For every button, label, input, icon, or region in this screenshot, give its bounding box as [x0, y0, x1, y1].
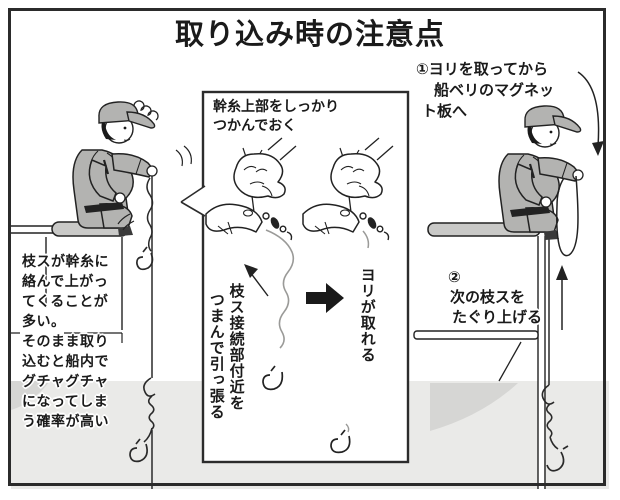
left-note-line: 込むと船内で	[22, 354, 109, 370]
box-heading-line: つかんでおく	[213, 118, 297, 134]
pulled-branch-line	[265, 229, 295, 349]
step1-line: ①ヨリを取ってから	[416, 60, 548, 78]
left-note-line: そのまま取り	[22, 334, 109, 350]
branch-strand	[146, 177, 154, 252]
left-note-line: う確率が高い	[22, 414, 109, 430]
hand-grip-after	[302, 137, 394, 249]
hand-grip-before	[205, 137, 297, 391]
hook-right-bottom	[546, 445, 569, 472]
step2-line: 次の枝スを	[450, 288, 526, 306]
left-note-line: 多い。	[22, 314, 66, 330]
action-vertical-text: 枝ス接続部付近を つまんで引っ張る	[206, 283, 246, 439]
hook-left-upper	[136, 246, 154, 271]
transform-arrow-icon	[306, 283, 344, 313]
step1-line: 船ベリのマグネッ	[434, 81, 555, 99]
tangle-right	[541, 384, 559, 450]
pull-arrow-shaft	[249, 271, 269, 297]
step1-line: ト板へ	[422, 102, 468, 120]
result-vertical-text: ヨリが取れる	[358, 267, 377, 363]
motion-arcs	[117, 145, 192, 231]
box-heading-line: 幹糸上部をしっかり	[213, 99, 339, 115]
action-vertical-col: 枝ス接続部付近を	[227, 283, 246, 411]
board-line	[498, 341, 522, 382]
box-heading: 幹糸上部をしっかり つかんでおく	[213, 98, 339, 136]
step2-line: たぐり上げる	[452, 308, 543, 326]
step1-note: ①ヨリを取ってから 船ベリのマグネッ ト板へ	[416, 59, 554, 122]
pull-arrow-head	[244, 264, 258, 278]
foam-right	[430, 383, 518, 431]
leader-line	[11, 332, 123, 343]
hook-left-bottom	[129, 438, 148, 463]
left-note-line: 絡んで上がっ	[22, 274, 109, 290]
result-hook	[330, 423, 351, 454]
line-loop	[556, 175, 579, 257]
spring-jiggle-icon	[133, 100, 159, 121]
diagram-title: 取り込み時の注意点	[174, 17, 445, 51]
fisher-right	[497, 104, 585, 242]
magnet-board	[413, 330, 539, 340]
hook-in-box-left	[262, 365, 284, 391]
action-vertical-col: つまんで引っ張る	[207, 292, 226, 420]
callout-box	[180, 90, 410, 464]
foam-left	[11, 381, 50, 410]
left-note-line: になってしま	[22, 394, 109, 410]
tangle-left	[143, 377, 156, 443]
step2-line: ②	[448, 268, 461, 286]
haul-up-arrow	[556, 265, 568, 330]
step2-note: ② 次の枝スを たぐり上げる	[448, 267, 542, 327]
fisher-left	[71, 100, 159, 238]
main-line-left	[129, 176, 156, 489]
left-note-line: 枝スが幹糸に	[22, 254, 109, 270]
left-note: 枝スが幹糸に 絡んで上がっ てくることが 多い。 そのまま取り 込むと船内で グ…	[22, 252, 109, 432]
gunwale-plank	[537, 236, 546, 489]
left-note-line: てくることが	[22, 294, 109, 310]
callout-tail	[181, 186, 205, 216]
swing-down-arrow	[577, 71, 604, 156]
left-note-line: グチャグチャ	[22, 374, 109, 390]
